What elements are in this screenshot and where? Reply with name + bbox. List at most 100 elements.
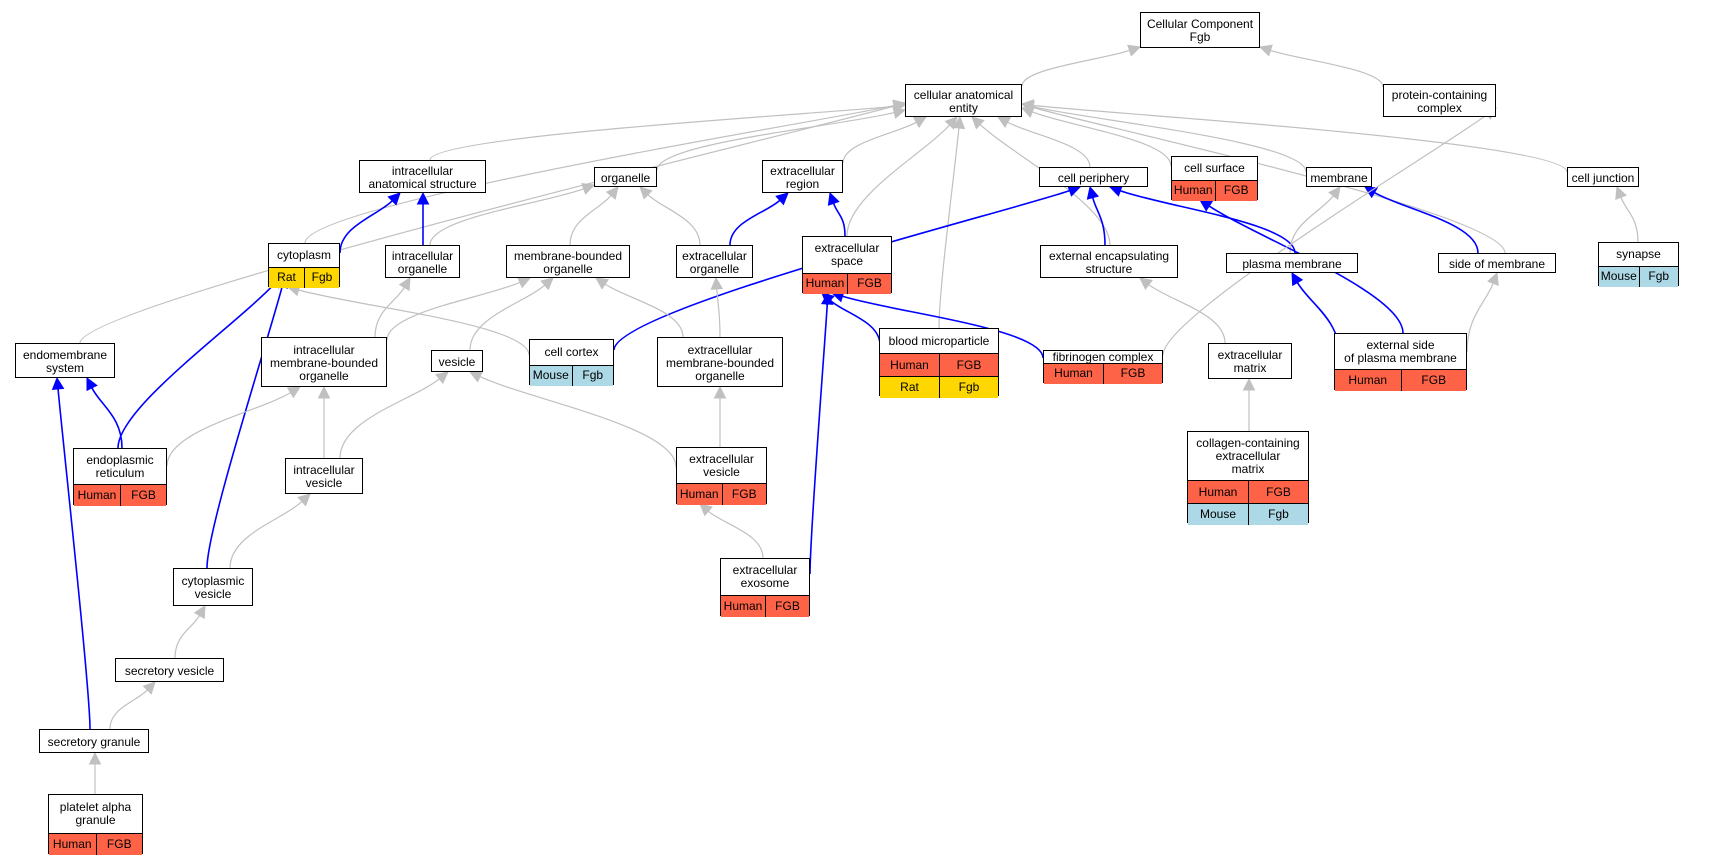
- gene-cell: Fgb: [304, 268, 339, 288]
- term-node-sv[interactable]: secretory vesicle: [115, 658, 224, 682]
- term-node-pcc[interactable]: protein-containing complex: [1383, 84, 1496, 117]
- term-label: fibrinogen complex: [1052, 349, 1154, 364]
- term-node-org[interactable]: organelle: [594, 167, 657, 187]
- edge-line: [429, 105, 895, 161]
- edge-arrowhead: [821, 292, 835, 306]
- species-cell: Rat: [269, 268, 304, 288]
- edge-arrowhead: [86, 376, 98, 392]
- species-cell: Mouse: [530, 366, 572, 386]
- term-node-cj[interactable]: cell junction: [1567, 167, 1639, 187]
- edge-bmp-to-cae: [938, 115, 966, 329]
- species-cell: Human: [74, 485, 120, 506]
- edge-arrowhead: [540, 277, 554, 291]
- term-label: membrane: [1310, 170, 1368, 185]
- edge-arrowhead: [775, 192, 789, 206]
- edge-sg-to-sv: [109, 681, 156, 730]
- term-label: blood microparticle: [888, 333, 990, 348]
- term-node-som[interactable]: side of membrane: [1438, 253, 1556, 273]
- term-node-imbo[interactable]: intracellular membrane-bounded organelle: [261, 337, 387, 387]
- edge-line: [117, 283, 275, 449]
- term-node-cc[interactable]: Cellular Component Fgb: [1140, 12, 1260, 48]
- gene-cell: FGB: [1400, 370, 1466, 391]
- gene-cell: FGB: [1103, 364, 1162, 384]
- edge-line: [604, 283, 684, 338]
- term-node-io[interactable]: intracellular organelle: [385, 245, 460, 278]
- term-node-cae[interactable]: cellular anatomical entity: [905, 84, 1022, 117]
- edge-line: [339, 200, 393, 254]
- term-node-ccem[interactable]: collagen-containing extracellular matrix…: [1187, 431, 1309, 525]
- edge-line: [166, 392, 291, 467]
- edge-cv-to-iv: [229, 493, 311, 569]
- term-node-eo[interactable]: extracellular organelle: [676, 245, 753, 278]
- species-cell: Human: [721, 596, 765, 617]
- edge-line: [1032, 106, 1506, 254]
- edge-line: [339, 378, 440, 459]
- term-node-ves[interactable]: vesicle: [431, 350, 483, 372]
- edge-arrowhead: [286, 386, 301, 399]
- edge-espm-to-som: [1466, 271, 1499, 353]
- term-label: extracellular matrix: [1217, 348, 1283, 375]
- edge-line: [304, 104, 895, 244]
- edge-line: [716, 288, 721, 338]
- edge-arrowhead: [1199, 199, 1214, 212]
- gene-cell: FGB: [847, 274, 891, 294]
- term-node-embo[interactable]: extracellular membrane-bounded organelle: [657, 337, 783, 387]
- edge-line: [1148, 284, 1226, 344]
- term-node-ias[interactable]: intracellular anatomical structure: [359, 160, 486, 193]
- species-cell: Human: [1188, 481, 1248, 503]
- edge-arrowhead: [1615, 185, 1627, 200]
- edge-line: [174, 615, 201, 659]
- term-node-mbo[interactable]: membrane-bounded organelle: [506, 245, 630, 278]
- edge-line: [206, 286, 283, 569]
- term-node-iv[interactable]: intracellular vesicle: [285, 458, 363, 494]
- edge-arrowhead: [193, 605, 206, 620]
- edge-line: [569, 195, 612, 246]
- term-node-sg[interactable]: secretory granule: [39, 729, 149, 753]
- edge-exo-to-exv: [699, 503, 764, 559]
- edge-arrowhead: [1020, 101, 1035, 114]
- term-label: cytoplasm: [276, 248, 332, 262]
- edge-arrowhead: [997, 116, 1012, 129]
- edge-line: [1620, 197, 1639, 243]
- gene-cell: FGB: [765, 596, 809, 617]
- term-node-mem[interactable]: membrane: [1306, 167, 1372, 187]
- edge-er-to-imbo: [166, 386, 301, 467]
- term-label: intracellular vesicle: [293, 463, 355, 490]
- term-label: synapse: [1616, 247, 1661, 261]
- term-node-exr[interactable]: extracellular region: [762, 160, 843, 193]
- edge-line: [109, 689, 148, 730]
- edge-mbo-to-org: [569, 186, 619, 246]
- edge-ves-to-mbo: [469, 277, 554, 351]
- edge-arrowhead: [912, 116, 927, 129]
- edge-arrowhead: [398, 277, 411, 292]
- term-node-cv[interactable]: cytoplasmic vesicle: [173, 568, 253, 606]
- term-node-ems[interactable]: endomembrane system: [15, 343, 115, 378]
- term-node-pm[interactable]: plasma membrane: [1226, 253, 1358, 273]
- species-cell: Mouse: [1599, 267, 1639, 287]
- edge-arrowhead: [142, 681, 156, 695]
- edge-arrowhead: [971, 116, 985, 130]
- term-node-cper[interactable]: cell periphery: [1039, 167, 1148, 187]
- term-label: endomembrane system: [22, 347, 108, 375]
- term-label: intracellular organelle: [391, 248, 454, 276]
- term-label: membrane-bounded organelle: [513, 248, 623, 276]
- term-node-ees[interactable]: external encapsulating structure: [1040, 245, 1178, 278]
- term-node-exm[interactable]: extracellular matrix: [1208, 343, 1292, 379]
- edge-arrowhead: [88, 751, 102, 765]
